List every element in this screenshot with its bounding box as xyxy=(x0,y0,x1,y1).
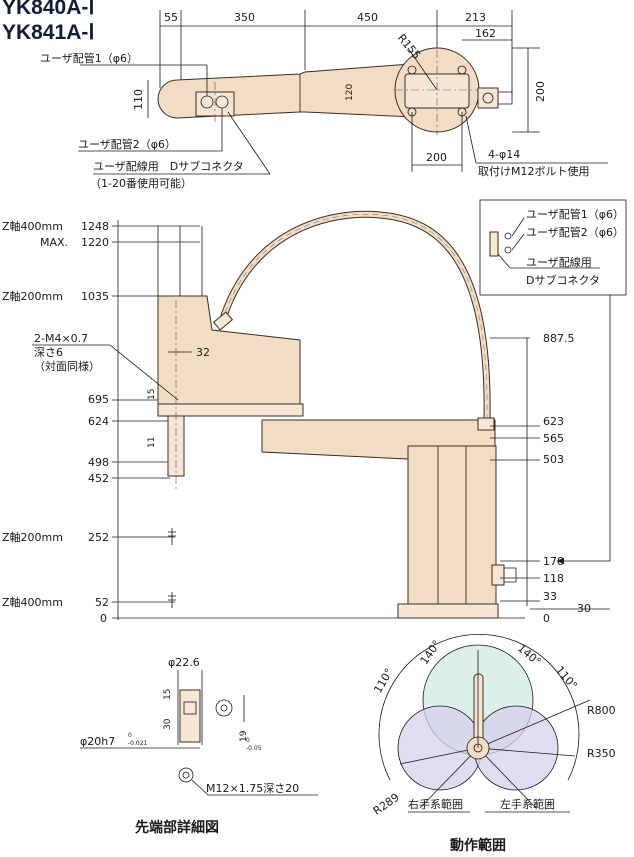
inset-wiring: ユーザ配線用 xyxy=(526,255,592,269)
dim-110: 110 xyxy=(132,89,145,110)
label-right-hand: 右手系範囲 xyxy=(408,797,463,811)
inset-dsub: Dサブコネクタ xyxy=(526,273,600,287)
dim-162: 162 xyxy=(475,27,496,40)
rdim-178: 178 xyxy=(543,555,564,568)
angle-110-right: 110° xyxy=(553,664,580,693)
radius-r350: R350 xyxy=(587,747,616,760)
ldim-52: 52 xyxy=(95,596,109,609)
rdim-30: 30 xyxy=(577,602,591,615)
detail-19-tol-bot: -0.05 xyxy=(246,745,262,752)
hole-note-2: 深さ6 xyxy=(34,346,63,359)
work-range: 110° 140° 140° 110° R800 R350 R289 右手系範囲… xyxy=(371,634,616,854)
zlabel-400-bottom: Z軸400mm xyxy=(2,595,63,609)
dim-200-right: 200 xyxy=(534,81,547,102)
rdim-565: 565 xyxy=(543,432,564,445)
rdim-887-5: 887.5 xyxy=(543,332,575,345)
hole-note-1: 2-M4×0.7 xyxy=(34,332,88,345)
label-pipe2: ユーザ配管2（φ6） xyxy=(78,137,176,151)
dim-350: 350 xyxy=(234,11,255,24)
zlabel-200-bottom: Z軸200mm xyxy=(2,530,63,544)
ldim-452: 452 xyxy=(88,472,109,485)
dim-120: 120 xyxy=(345,84,355,101)
ldim-0: 0 xyxy=(100,612,107,625)
rdim-503: 503 xyxy=(543,453,564,466)
dim-15-side: 15 xyxy=(147,389,157,400)
detail-15: 15 xyxy=(163,689,173,700)
rdim-0: 0 xyxy=(543,612,550,625)
detail-thread: M12×1.75深さ20 xyxy=(206,782,299,795)
ldim-1248: 1248 xyxy=(81,220,109,233)
rdim-33: 33 xyxy=(543,590,557,603)
dim-213: 213 xyxy=(465,11,486,24)
zlabel-max: MAX. xyxy=(40,236,68,249)
model-name-1: YK840A-Ⅰ xyxy=(2,0,95,19)
side-view: Z軸400mm MAX. Z軸200mm Z軸200mm Z軸400mm 124… xyxy=(2,210,611,625)
ldim-1220: 1220 xyxy=(81,236,109,249)
dim-200-bottom: 200 xyxy=(426,151,447,164)
dim-32: 32 xyxy=(196,346,210,359)
detail-shaft: φ20h7 xyxy=(80,735,115,748)
rdim-118: 118 xyxy=(543,572,564,585)
label-left-hand: 左手系範囲 xyxy=(500,797,555,811)
ldim-624: 624 xyxy=(88,415,109,428)
inset-pipe2: ユーザ配管2（φ6） xyxy=(526,225,624,239)
inset-pipe1: ユーザ配管1（φ6） xyxy=(526,207,624,221)
radius-r800: R800 xyxy=(587,704,616,717)
top-view: 55 350 450 213 162 R155 120 110 xyxy=(40,10,608,190)
ldim-1035: 1035 xyxy=(81,290,109,303)
dim-450: 450 xyxy=(357,11,378,24)
dim-11: 11 xyxy=(147,437,157,448)
label-mount: 取付けM12ボルト使用 xyxy=(478,165,590,178)
angle-110-left: 110° xyxy=(371,666,396,695)
hole-note-3: （対面同様） xyxy=(34,359,100,373)
dim-55: 55 xyxy=(164,11,178,24)
zlabel-400-top: Z軸400mm xyxy=(2,219,63,233)
detail-shaft-tol-top: 0 xyxy=(128,732,132,739)
ldim-498: 498 xyxy=(88,456,109,469)
label-wiring-note: （1-20番使用可能） xyxy=(90,176,192,190)
rdim-623: 623 xyxy=(543,415,564,428)
label-wiring: ユーザ配線用 Dサブコネクタ xyxy=(93,159,244,173)
tip-detail: φ22.6 15 30 φ20h7 0 -0.021 19 0 -0.05 M1… xyxy=(80,656,318,836)
label-pipe1: ユーザ配管1（φ6） xyxy=(40,51,138,65)
detail-shaft-tol-bot: -0.021 xyxy=(128,740,148,747)
detail-30: 30 xyxy=(163,718,173,730)
ldim-695: 695 xyxy=(88,393,109,406)
model-name-2: YK841A-Ⅰ xyxy=(2,21,95,44)
zlabel-200-top: Z軸200mm xyxy=(2,289,63,303)
detail-phi: φ22.6 xyxy=(168,656,200,669)
radius-r289: R289 xyxy=(371,791,402,818)
connector-inset: ユーザ配管1（φ6） ユーザ配管2（φ6） ユーザ配線用 Dサブコネクタ xyxy=(479,199,627,296)
range-caption: 動作範囲 xyxy=(450,837,506,854)
label-bore: 4-φ14 xyxy=(488,148,520,161)
ldim-252: 252 xyxy=(88,531,109,544)
detail-19-tol-top: 0 xyxy=(246,737,250,744)
detail-caption: 先端部詳細図 xyxy=(135,819,219,836)
detail-19: 19 xyxy=(239,730,249,742)
